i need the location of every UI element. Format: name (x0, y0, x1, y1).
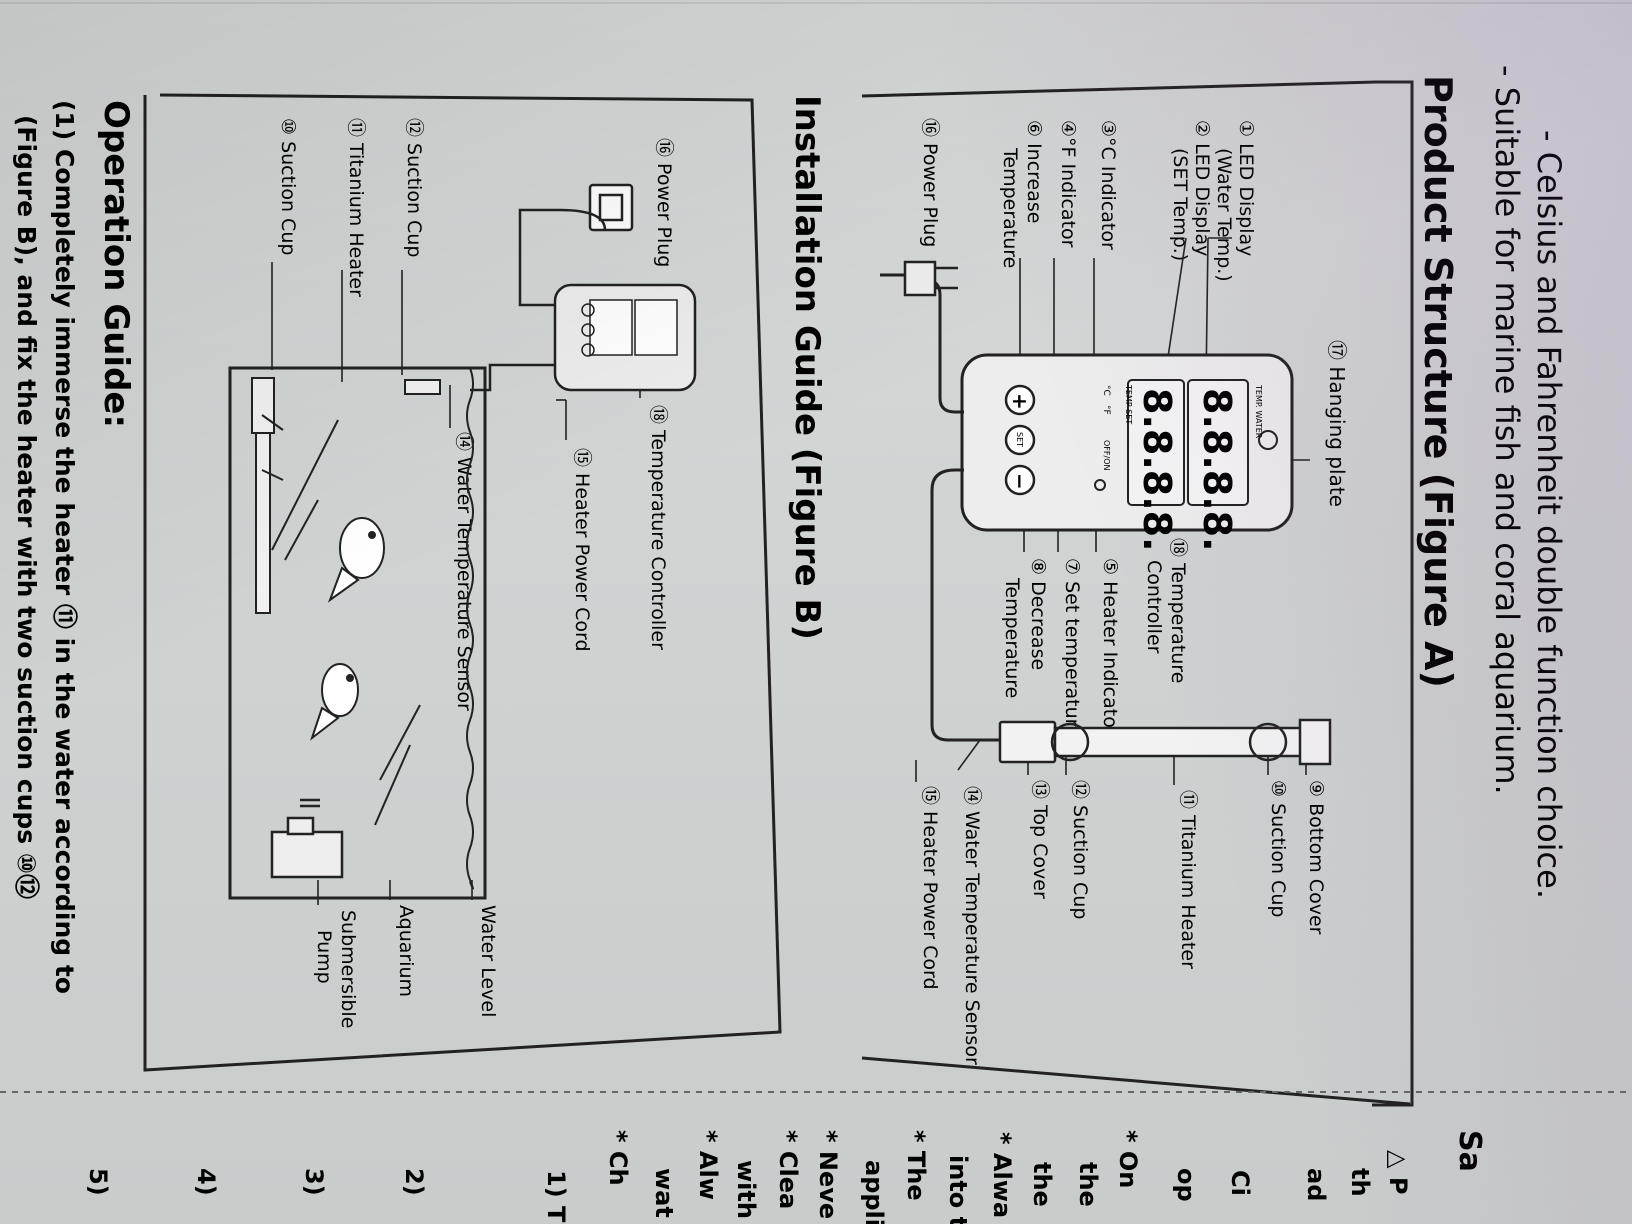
on-off-label: OFF/ON (1102, 440, 1111, 470)
figure-b-title: Installation Guide (Figure B) (787, 95, 827, 640)
snip-15: with (732, 1160, 760, 1219)
label-hanging-plate: ⑰ Hanging plate (1325, 340, 1349, 507)
label-increase-sub: Temperature (999, 147, 1021, 268)
right-page-snippets: Sa △ P th ad Ci op * On the the * Alwa i… (84, 1130, 1487, 1224)
snip-23: 5) (84, 1168, 112, 1196)
unit-f: °F (1101, 405, 1111, 415)
label-heater-power-cord-a: ⑮ Heater Power Cord (919, 786, 941, 990)
snip-6: * On (1114, 1130, 1142, 1188)
label-c-indicator: ③°C Indicator (1097, 120, 1119, 250)
label-suction-cup-12: ⑫ Suction Cup (1069, 780, 1091, 919)
snip-11: * The (902, 1130, 930, 1201)
aquarium-tank (228, 366, 487, 900)
snip-5: op (1172, 1168, 1200, 1202)
snip-7: the (1074, 1162, 1102, 1207)
fish-1 (327, 517, 385, 603)
snip-3: ad (1302, 1168, 1330, 1201)
label-power-plug-b: ⑯ Power Plug (653, 138, 675, 267)
label-led-display-2-sub: (SET Temp.) (1169, 148, 1191, 261)
snip-8: the (1028, 1162, 1056, 1207)
display-bottom: 8.8.8.8. (1135, 388, 1179, 552)
label-heater-indicator: ⑤ Heater Indicator (1099, 558, 1121, 736)
snip-16: * Alw (694, 1130, 722, 1200)
label-temp-controller-a: ⑱ Temperature (1167, 538, 1189, 683)
label-temp-controller-b: ⑱ Temperature Controller (647, 405, 669, 650)
snip-17: wat (650, 1168, 678, 1218)
label-pump: Submersible (337, 910, 359, 1028)
label-decrease-sub: Temperature (1001, 577, 1023, 698)
submersible-pump (270, 798, 344, 879)
label-top-cover: ⑬ Top Cover (1029, 780, 1051, 899)
operation-title: Operation Guide: (96, 100, 136, 428)
label-heater-power-cord-b: ⑮ Heater Power Cord (571, 448, 593, 652)
snip-21: 3) (300, 1168, 328, 1196)
btn-plus-a: + (1008, 393, 1032, 410)
label-water-temp-sensor-b: ⑭ Water Temperature Sensor (453, 432, 475, 711)
label-titanium-heater-b: ⑪ Titanium Heater (345, 118, 367, 297)
power-outlet-b (588, 183, 634, 232)
titanium-heater-a (998, 718, 1332, 766)
snip-19: 1) T (542, 1170, 570, 1223)
label-suction-cup-12-b: ⑫ Suction Cup (403, 118, 425, 257)
label-suction-cup-10: ⑩ Suction Cup (1267, 780, 1289, 917)
snip-0: Sa (1452, 1130, 1487, 1172)
snip-10: into t (944, 1155, 972, 1224)
snip-1: △ P (1384, 1150, 1412, 1194)
label-led-display-1: ① LED Display (1235, 120, 1257, 256)
label-led-display-2: ② LED Display (1191, 120, 1213, 256)
snip-22: 4) (192, 1168, 220, 1196)
label-pump-sub: Pump (313, 930, 335, 984)
btn-set-a: SET (1015, 432, 1024, 447)
snip-12: appli (860, 1160, 888, 1224)
label-water-temp-sensor-a: ⑭ Water Temperature Sensor (961, 786, 983, 1065)
operation-line-1: (1) Completely immerse the heater ⑪ in t… (50, 100, 79, 994)
intro-line-1: - Celsius and Fahrenheit double function… (1530, 130, 1568, 899)
label-bottom-cover: ⑨ Bottom Cover (1305, 780, 1327, 935)
snip-20: 2) (400, 1168, 428, 1196)
intro-line-2: - Suitable for marine fish and coral aqu… (1488, 65, 1526, 795)
label-power-plug-a: ⑯ Power Plug (919, 118, 941, 247)
snip-14: * Clea (774, 1130, 802, 1209)
label-titanium-heater-a: ⑪ Titanium Heater (1177, 790, 1199, 969)
btn-minus-a: − (1008, 473, 1032, 490)
controller-device-b (553, 283, 697, 392)
fish-2 (310, 663, 359, 741)
label-suction-cup-10-b: ⑩ Suction Cup (277, 118, 299, 255)
label-temp-controller-a-sub: Controller (1143, 560, 1165, 654)
label-decrease: ⑧ Decrease (1027, 558, 1049, 670)
label-f-indicator: ④°F Indicator (1057, 120, 1079, 248)
operation-line-2: (Figure B), and fix the heater with two … (12, 115, 41, 899)
set-button-a (1004, 424, 1036, 456)
increase-button-a (1004, 384, 1036, 416)
label-aquarium: Aquarium (395, 905, 417, 997)
snip-9: * Alwa (988, 1132, 1016, 1218)
paper-edge (0, 2, 1632, 4)
label-led-display-1-sub: (Water Temp.) (1213, 148, 1235, 282)
display-top: 8.8.8.8. (1195, 388, 1239, 552)
unit-c: °C (1101, 385, 1111, 396)
display-top-label: TEMP. WATER (1254, 384, 1263, 439)
label-set-temperature: ⑦ Set temperature (1061, 558, 1083, 738)
snip-2: th (1346, 1168, 1374, 1197)
snip-18: * Ch (604, 1130, 632, 1186)
snip-13: * Neve (814, 1130, 842, 1219)
display-bottom-label: TEMP SET (1124, 384, 1133, 424)
decrease-button-a (1004, 464, 1036, 496)
power-plug-a (903, 260, 958, 297)
titanium-heater-b (251, 377, 441, 614)
label-increase: ⑥ Increase (1023, 120, 1045, 223)
label-water-level: Water Level (477, 905, 499, 1017)
figure-a-title: Product Structure (Figure A) (1416, 75, 1460, 688)
snip-4: Ci (1226, 1170, 1254, 1196)
controller-device-a: 8.8.8.8. 8.8.8.8. TEMP. WATER TEMP SET °… (960, 353, 1294, 552)
